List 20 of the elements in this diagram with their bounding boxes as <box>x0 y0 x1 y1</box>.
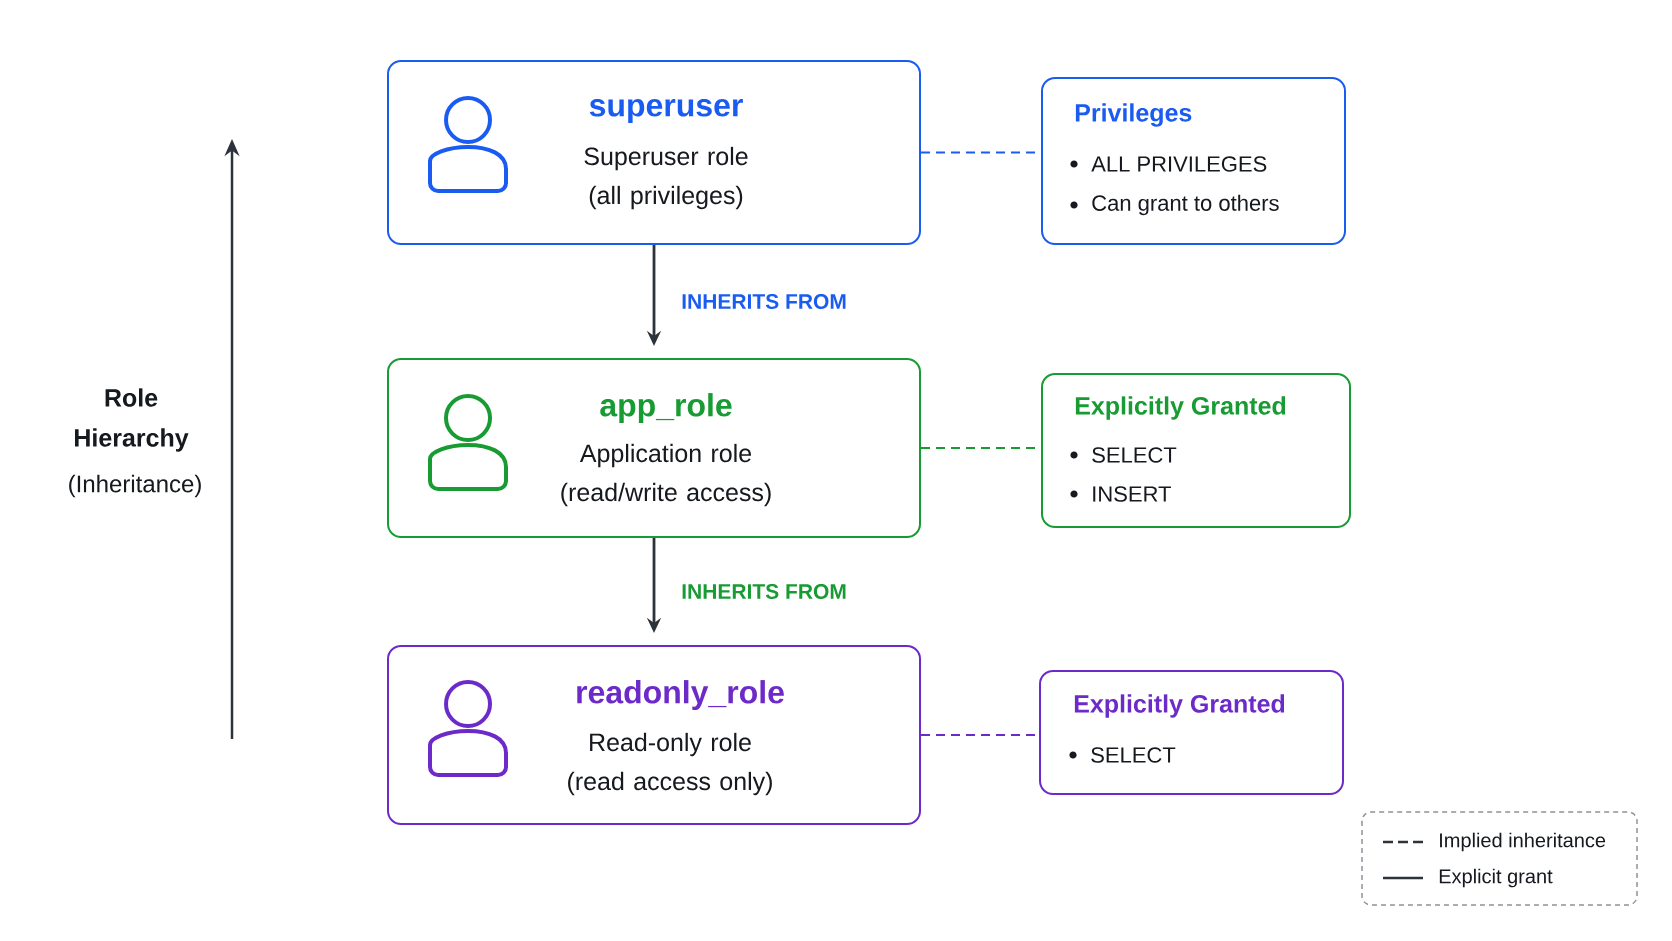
role-description: Superuser role (all privileges) <box>584 146 748 210</box>
list-item: Can grant to others <box>1092 194 1279 216</box>
list-item: ALL PRIVILEGES <box>1091 156 1267 172</box>
side-note: (Inheritance) <box>69 474 201 498</box>
edge-label: INHERITS FROM <box>679 582 849 601</box>
role-description: Read-only role (read access only) <box>568 732 772 796</box>
role-name: superuser <box>589 99 743 123</box>
panel-heading: Privileges <box>1075 103 1192 127</box>
role-description: Application role (read/write access) <box>561 443 771 507</box>
list-item: INSERT <box>1093 486 1171 502</box>
legend-label: Explicit grant <box>1439 868 1553 888</box>
list-item: SELECT <box>1092 447 1177 463</box>
side-heading: Role Hierarchy <box>75 388 189 452</box>
panel-heading: Explicitly Granted <box>1074 694 1285 718</box>
role-name: readonly_role <box>577 680 784 710</box>
legend-label: Implied inheritance <box>1440 832 1606 852</box>
edge-label: INHERITS FROM <box>679 292 849 311</box>
role-name: app_role <box>600 393 732 423</box>
panel-heading: Explicitly Granted <box>1075 396 1286 420</box>
list-item: SELECT <box>1091 747 1176 763</box>
